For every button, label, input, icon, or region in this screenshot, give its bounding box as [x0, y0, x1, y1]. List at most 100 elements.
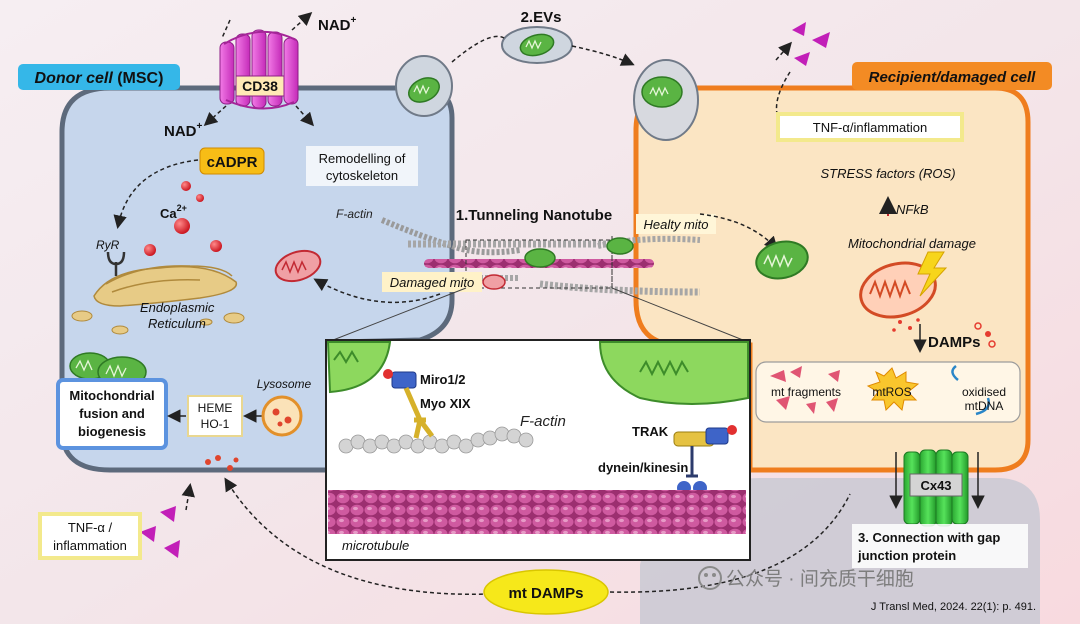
inset-mitochondrion-left — [326, 341, 392, 394]
trak-label: TRAK — [632, 424, 669, 439]
healthy-mito-box — [636, 214, 716, 234]
oxidised-line1: oxidised — [962, 385, 1006, 399]
microtubule-label: microtubule — [342, 538, 409, 553]
cadpr-box — [199, 147, 265, 175]
calcium-ion — [181, 181, 191, 191]
ho1-label: HO-1 — [201, 417, 230, 431]
cd38-protein: CD38 — [219, 29, 299, 110]
damaged-mito-arrow — [313, 278, 441, 304]
damaged-mitochondrion-donor — [274, 249, 322, 283]
tnt-label: 1.Tunneling Nanotube — [456, 207, 612, 224]
donor-title: Donor cell (MSC) — [35, 70, 164, 87]
mtros-burst — [866, 367, 920, 412]
mtros-label: mtROS — [872, 385, 911, 399]
inset-microtubule — [328, 490, 746, 534]
zoom-lines — [327, 287, 749, 343]
wechat-icon — [698, 566, 722, 590]
tnf-donor-line2: inflammation — [53, 538, 127, 553]
mt-fragments-icon — [770, 366, 840, 414]
oxidised-line2: mtDNA — [965, 399, 1004, 413]
gap-junction-line1: 3. Connection with gap — [858, 530, 1000, 545]
watermark: 公众号 · 间充质干细胞 — [726, 568, 914, 590]
mt-damps-oval — [483, 569, 609, 615]
calcium-ion — [196, 194, 204, 202]
ev-vesicle-middle — [501, 26, 573, 64]
healthy-mito-label: Healty mito — [643, 217, 708, 232]
ryr-label: RyR — [96, 238, 120, 252]
damp-particle-donor — [215, 455, 221, 461]
remodel-line1: Remodelling of — [319, 151, 406, 166]
wechat-icon-eye — [712, 573, 716, 577]
healthy-mitochondrion-recipient — [755, 240, 809, 280]
damp-particle-donor — [227, 465, 233, 471]
mito-damage-label: Mitochondrial damage — [848, 236, 976, 251]
inset-factin-filament — [338, 426, 534, 454]
fusion-box — [56, 378, 168, 450]
heme-label: HEME — [198, 401, 233, 415]
damp-particle-donor — [233, 457, 239, 463]
healthy-mito-arrow — [699, 213, 779, 251]
nad-arrow-bottom — [203, 105, 227, 127]
evs-label: 2.EVs — [521, 9, 562, 26]
mtdna-icon — [951, 365, 990, 416]
calcium-ion — [174, 218, 190, 234]
tnf-donor-box — [38, 512, 142, 560]
dynein-label: dynein/kinesin — [598, 460, 688, 475]
damp-particle — [974, 322, 982, 330]
factin-label-donor: F-actin — [336, 207, 373, 221]
heme-box — [187, 395, 243, 437]
cd38-label: CD38 — [242, 78, 278, 94]
cytokine-triangle — [160, 506, 176, 522]
damaged-mito-box — [382, 272, 482, 292]
ryr-receptor-icon — [106, 251, 126, 276]
damp-particle — [985, 331, 991, 337]
mito-in-tube-green — [524, 248, 556, 268]
miro-myo-motor-icon — [383, 369, 434, 439]
cytokine-triangle — [140, 526, 156, 542]
nad-bottom-label: NAD+ — [164, 121, 203, 140]
mt-damps-label: mt DAMPs — [508, 585, 583, 602]
miro-label: Miro1/2 — [420, 372, 466, 387]
cadpr-label: cADPR — [207, 154, 258, 171]
fusion-line2: fusion and — [79, 406, 145, 421]
damaged-mito-label: Damaged mito — [390, 275, 475, 290]
er-label-line2: Reticulum — [148, 316, 206, 331]
damp-particle-donor — [205, 459, 211, 465]
damps-label: DAMPs — [928, 334, 981, 351]
remodel-box — [306, 146, 418, 186]
ev-vesicle-right — [633, 59, 699, 141]
cytokine-triangle — [794, 52, 810, 66]
mt-damps-arrow-left — [224, 477, 491, 596]
recipient-title-box — [852, 62, 1052, 90]
fusion-line3: biogenesis — [78, 424, 146, 439]
lysosome-label: Lysosome — [257, 377, 312, 391]
gap-junction-box — [852, 524, 1028, 568]
ev-arrow-left — [451, 35, 505, 63]
mito-in-tube-red — [482, 274, 506, 290]
inset-factin-label: F-actin — [520, 413, 566, 430]
nad-top-label: NAD+ — [318, 15, 357, 34]
mito-in-tube-green — [606, 237, 634, 255]
fusion-line1: Mitochondrial — [69, 388, 154, 403]
cytokine-triangle — [792, 22, 806, 36]
er-label-line1: Endoplasmic — [140, 300, 215, 315]
wechat-icon-eye — [704, 573, 708, 577]
cx43-connexin: Cx43 — [903, 449, 969, 527]
myo-label: Myo XIX — [420, 396, 471, 411]
lightning-icon — [917, 251, 948, 297]
cd38-input-line — [221, 19, 231, 39]
calcium-ion — [210, 240, 222, 252]
citation: J Transl Med, 2024. 22(1): p. 491. — [871, 601, 1036, 613]
ev-vesicle-left — [395, 55, 453, 117]
nfkb-label: NFkB — [896, 202, 929, 217]
mt-fragments-label: mt fragments — [771, 385, 841, 399]
damp-particle — [988, 340, 996, 348]
calcium-ion — [144, 244, 156, 256]
ca-label: Ca2+ — [160, 203, 187, 221]
cytokine-triangle — [812, 32, 830, 48]
cadpr-arrow — [113, 159, 199, 229]
donor-title-box — [18, 64, 180, 90]
tnf-donor-line1: TNF-α / — [68, 520, 113, 535]
